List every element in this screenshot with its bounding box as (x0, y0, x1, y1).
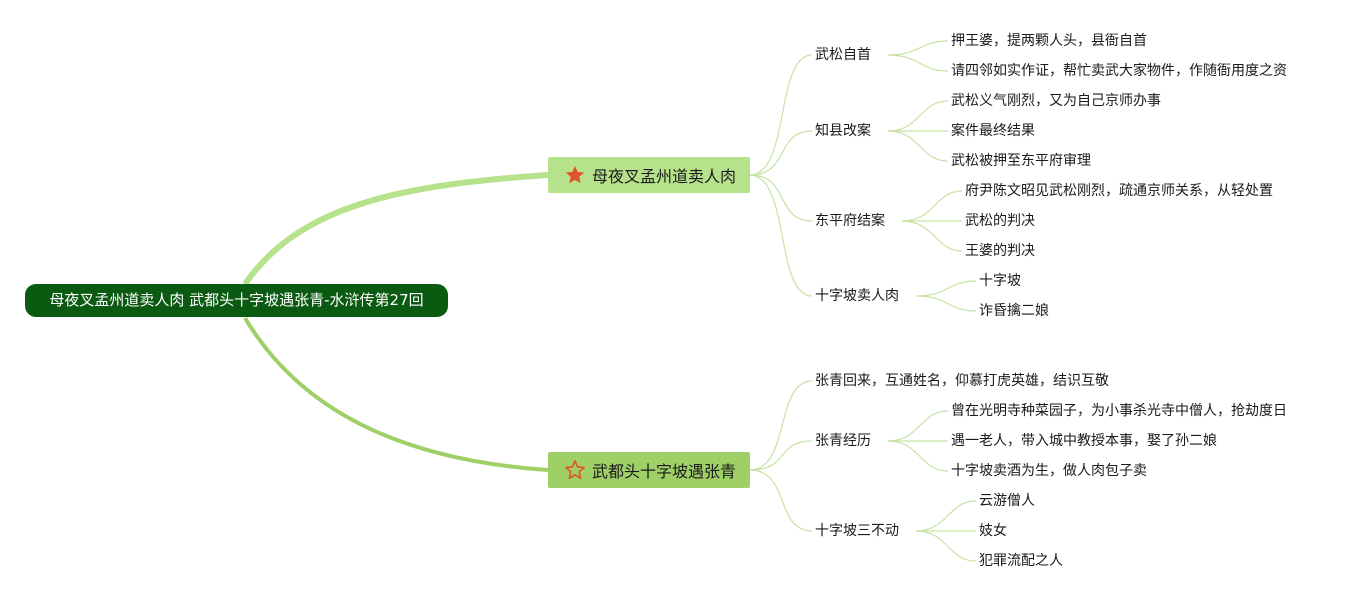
subtopic-magistrate-revise[interactable]: 知县改案 (815, 123, 871, 139)
leaf-node[interactable]: 武松义气刚烈，又为自己京师办事 (951, 93, 1161, 109)
leaf-node[interactable]: 十字坡 (979, 273, 1021, 289)
leaf-node[interactable]: 武松的判决 (965, 213, 1035, 229)
subtopic-dongping-closure[interactable]: 东平府结案 (815, 213, 885, 229)
central-topic[interactable]: 母夜叉孟州道卖人肉 武都头十字坡遇张青-水浒传第27回 (25, 284, 448, 317)
leaf-node[interactable]: 遇一老人，带入城中教授本事，娶了孙二娘 (951, 433, 1217, 449)
leaf-node[interactable]: 武松被押至东平府审理 (951, 153, 1091, 169)
main-topic-1[interactable]: 母夜叉孟州道卖人肉 (548, 157, 750, 193)
subtopic-shiziopo-meat[interactable]: 十字坡卖人肉 (815, 288, 899, 304)
star-filled-icon (565, 165, 585, 184)
main-topic-2[interactable]: 武都头十字坡遇张青 (548, 452, 750, 488)
leaf-node[interactable]: 案件最终结果 (951, 123, 1035, 139)
main-branch-line-2 (243, 316, 549, 472)
main-topic-2-label: 武都头十字坡遇张青 (592, 462, 737, 481)
leaf-node[interactable]: 押王婆，提两颗人头，县衙自首 (951, 33, 1147, 49)
star-outline-icon (565, 460, 585, 480)
leaf-node[interactable]: 王婆的判决 (965, 243, 1035, 259)
main-branch-line-1 (242, 172, 549, 286)
subtopic-three-untouchables[interactable]: 十字坡三不动 (815, 523, 899, 539)
subtopic-wusong-surrender[interactable]: 武松自首 (815, 47, 871, 63)
leaf-node[interactable]: 云游僧人 (979, 493, 1035, 509)
leaf-node[interactable]: 诈昏擒二娘 (979, 303, 1049, 319)
subtopic-zhangqing-history[interactable]: 张青经历 (815, 433, 871, 449)
leaf-node[interactable]: 十字坡卖酒为生，做人肉包子卖 (951, 463, 1147, 479)
leaf-node[interactable]: 犯罪流配之人 (979, 553, 1063, 569)
leaf-node[interactable]: 曾在光明寺种菜园子，为小事杀光寺中僧人，抢劫度日 (951, 403, 1287, 419)
leaf-node[interactable]: 府尹陈文昭见武松刚烈，疏通京师关系，从轻处置 (965, 183, 1273, 199)
main-topic-1-label: 母夜叉孟州道卖人肉 (592, 167, 737, 186)
subtopic-zhangqing-return[interactable]: 张青回来，互通姓名，仰慕打虎英雄，结识互敬 (815, 373, 1109, 389)
leaf-node[interactable]: 请四邻如实作证，帮忙卖武大家物件，作随衙用度之资 (951, 63, 1287, 79)
leaf-node[interactable]: 妓女 (979, 523, 1007, 539)
